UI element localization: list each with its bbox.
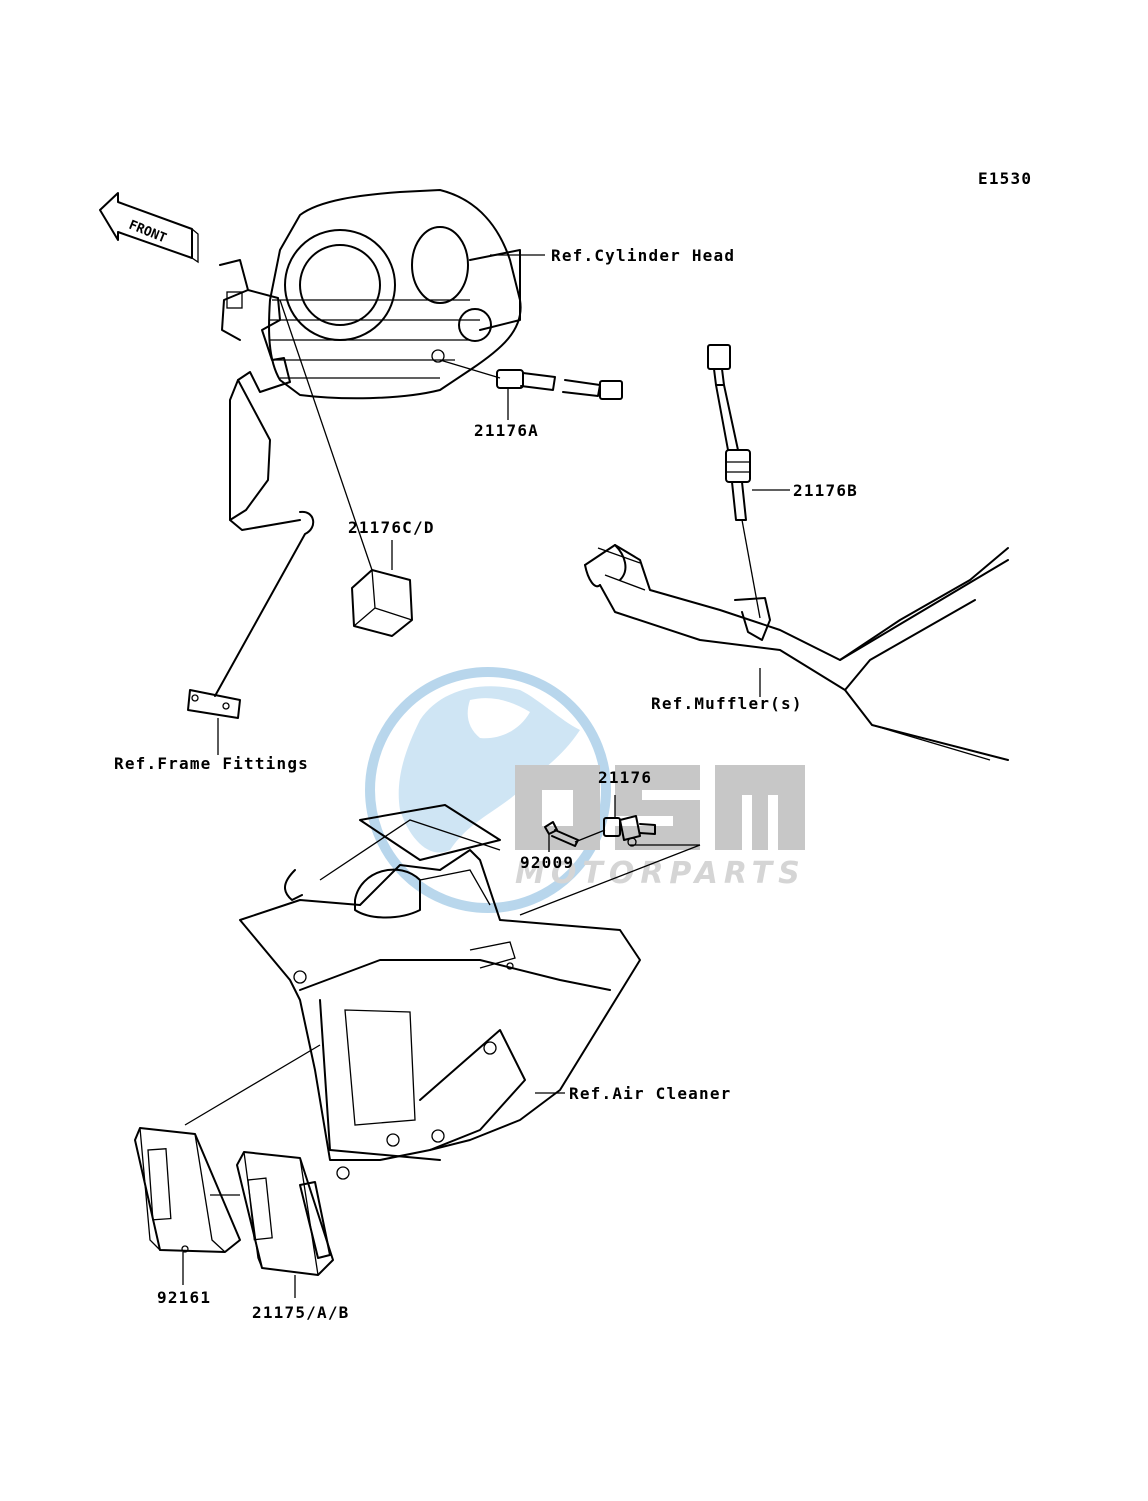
cover-92161-drawing <box>134 1127 241 1253</box>
bolt-92009-drawing <box>544 821 579 847</box>
part-label-92161: 92161 <box>157 1288 211 1307</box>
diagram-code: E1530 <box>978 169 1032 188</box>
sensor-21176-drawing <box>603 815 656 847</box>
cylinder-head-drawing <box>268 189 522 400</box>
air-cleaner-drawing <box>239 804 641 1180</box>
sensor-21176B-drawing <box>707 344 751 521</box>
ref-frame-fittings-label: Ref.Frame Fittings <box>114 754 309 773</box>
part-label-21176B: 21176B <box>793 481 858 500</box>
ref-air-cleaner-label: Ref.Air Cleaner <box>569 1084 732 1103</box>
ref-cylinder-head-label: Ref.Cylinder Head <box>551 246 735 265</box>
frame-bracket-drawing <box>187 259 315 719</box>
part-label-21175: 21175/A/B <box>252 1303 350 1322</box>
ecu-21175-drawing <box>236 1151 334 1276</box>
sensor-21176A-drawing <box>439 359 623 400</box>
watermark-logo-letters <box>515 765 805 850</box>
part-label-92009: 92009 <box>520 853 574 872</box>
ref-muffler-label: Ref.Muffler(s) <box>651 694 803 713</box>
part-label-21176CD: 21176C/D <box>348 518 435 537</box>
part-label-21176: 21176 <box>598 768 652 787</box>
watermark-globe-icon <box>365 667 611 913</box>
front-arrow-icon: FRONT <box>99 192 199 264</box>
muffler-drawing <box>584 544 1009 761</box>
part-label-21176A: 21176A <box>474 421 539 440</box>
relay-21176CD-drawing <box>351 569 413 637</box>
